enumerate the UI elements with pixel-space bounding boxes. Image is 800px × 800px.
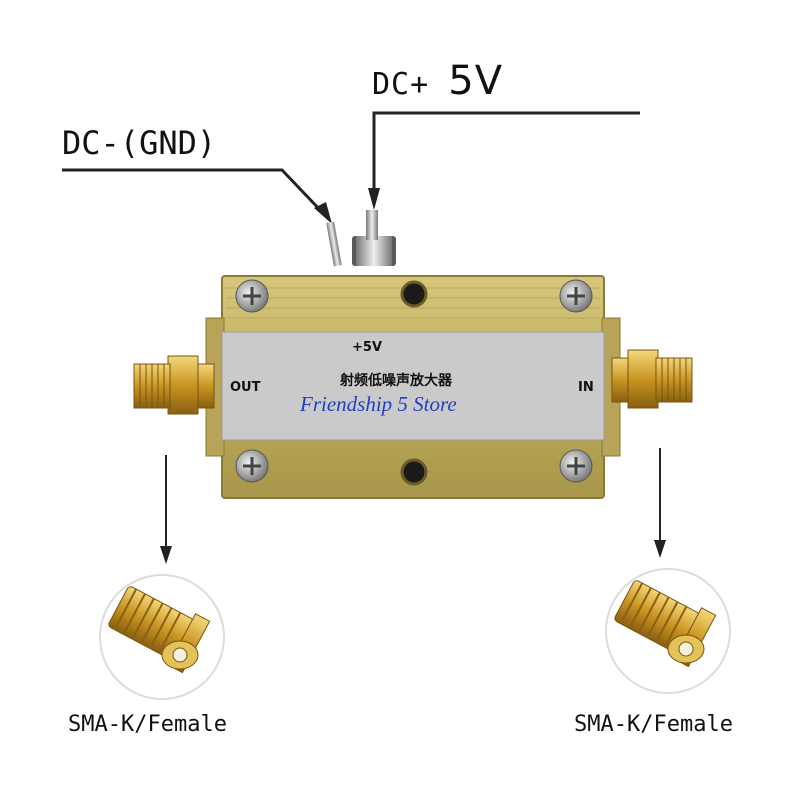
- dc-plus-value: 5V: [448, 58, 504, 104]
- right-connector-label: SMA-K/Female: [574, 712, 733, 737]
- screw-icon: [559, 449, 593, 483]
- ground-pin: [326, 221, 342, 267]
- device-title-marking: 射频低噪声放大器: [340, 373, 452, 389]
- in-marking: IN: [578, 380, 594, 395]
- dc-plus-label: DC+ 5V: [372, 58, 503, 104]
- bottom-mount-hole: [400, 458, 428, 486]
- screw-icon: [235, 449, 269, 483]
- right-connector-closeup: [605, 568, 731, 694]
- right-down-arrow-icon: [654, 540, 666, 558]
- right-sma-connector: [611, 349, 693, 409]
- plus5v-marking: +5V: [352, 340, 382, 355]
- dc-plus-arrow-icon: [368, 188, 380, 210]
- left-down-arrow-icon: [160, 546, 172, 564]
- dc-minus-gnd-label: DC-(GND): [62, 124, 217, 162]
- screw-icon: [235, 279, 269, 313]
- power-pin: [352, 210, 396, 266]
- left-connector-closeup: [99, 574, 225, 700]
- left-sma-connector: [133, 355, 215, 415]
- dc-plus-leader-line: [372, 111, 640, 190]
- left-connector-label: SMA-K/Female: [68, 712, 227, 737]
- gnd-arrow-icon: [314, 202, 332, 224]
- store-watermark: Friendship 5 Store: [300, 392, 457, 416]
- label-panel: [221, 331, 605, 441]
- screw-icon: [559, 279, 593, 313]
- dc-plus-prefix: DC+: [372, 67, 430, 102]
- gnd-leader-line: [62, 168, 324, 214]
- out-marking: OUT: [230, 380, 261, 395]
- top-mount-hole: [400, 280, 428, 308]
